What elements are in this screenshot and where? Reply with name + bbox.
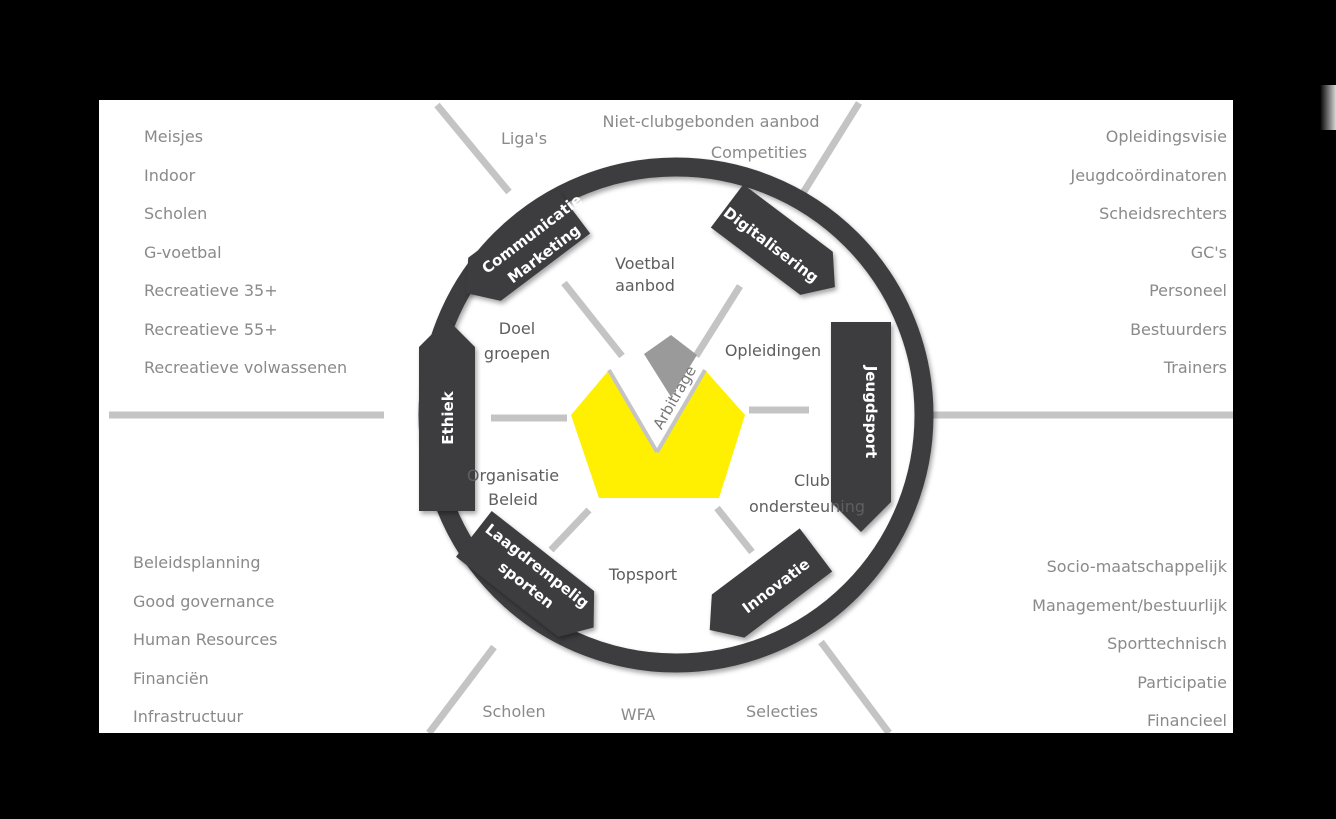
arrow-communicatie [466, 190, 591, 301]
list-item: G-voetbal [144, 242, 222, 262]
list-item: Scheidsrechters [1099, 204, 1227, 223]
inner-connector-lr [714, 505, 755, 555]
arrow-innovatie [709, 528, 833, 638]
list-item: Personeel [1149, 281, 1227, 300]
inner-connector-ul [561, 280, 625, 359]
list-item: Human Resources [133, 630, 278, 649]
bottom-wfa: WFA [621, 705, 656, 724]
gray-diamond [644, 335, 697, 397]
list-item: Participatie [1137, 672, 1227, 692]
list-item: Infrastructuur [133, 707, 244, 726]
inner-beleid: Beleid [488, 490, 538, 509]
ring-arrows [419, 184, 891, 638]
list-item: Bestuurders [1130, 319, 1227, 339]
v-notch-left [607, 368, 659, 454]
inner-connectors [491, 280, 809, 555]
list-item: Trainers [1163, 358, 1227, 377]
list-bottom-right: Socio-maatschappelijk Management/bestuur… [947, 548, 1227, 733]
list-item: Good governance [133, 591, 275, 611]
label-jeugdsport: Jeugdsport [862, 365, 880, 458]
list-top-left: Meisjes Indoor Scholen G-voetbal Recreat… [144, 118, 347, 388]
list-item: Beleidsplanning [133, 553, 261, 572]
top-ligas: Liga's [501, 129, 547, 148]
inner-ondersteuning: ondersteuning [749, 497, 865, 516]
arrow-jeugdsport [831, 322, 891, 532]
yellow-pentagon [571, 370, 745, 498]
list-item: Opleidingsvisie [1105, 127, 1227, 146]
connector-top-left [434, 102, 512, 195]
arrow-digitalisering [710, 184, 835, 295]
list-item: Meisjes [144, 127, 204, 146]
list-item: GC's [1190, 242, 1227, 262]
slide: Arbitrage Communicatie [99, 100, 1233, 733]
list-top-right: Opleidingsvisie Jeugdcoördinatoren Schei… [967, 118, 1227, 388]
list-bottom-left: Beleidsplanning Good governance Human Re… [133, 544, 278, 733]
v-notch-right [655, 368, 707, 454]
football-strategy-diagram: Arbitrage Communicatie [109, 101, 1233, 733]
list-item: Socio-maatschappelijk [1046, 557, 1227, 576]
list-item: Indoor [144, 165, 196, 185]
arrow-laagdrempelig [455, 511, 595, 637]
top-competities: Competities [711, 143, 807, 162]
inner-opleidingen: Opleidingen [725, 341, 821, 360]
connector-top-right [800, 101, 862, 195]
inner-club: Club [794, 471, 830, 490]
list-item: Recreatieve 35+ [144, 281, 278, 300]
outer-connectors [109, 101, 1233, 733]
list-item: Management/bestuurlijk [1032, 595, 1227, 615]
inner-aanbod: aanbod [615, 276, 675, 295]
inner-organisatie: Organisatie [467, 466, 559, 485]
inner-voetbal: Voetbal [615, 254, 675, 273]
list-item: Financiën [133, 668, 209, 688]
list-item: Jeugdcoördinatoren [1070, 165, 1227, 185]
inner-groepen: groepen [484, 344, 550, 363]
list-item: Financieel [1147, 711, 1227, 730]
inner-topsport: Topsport [608, 565, 677, 584]
inner-connector-ur [693, 284, 743, 358]
edge-shadow [1320, 85, 1336, 130]
top-niet-clubgebonden: Niet-clubgebonden aanbod [602, 112, 819, 131]
label-ethiek: Ethiek [439, 390, 457, 444]
bottom-scholen: Scholen [482, 702, 545, 721]
list-item: Sporttechnisch [1107, 634, 1227, 653]
inner-doel: Doel [499, 319, 535, 338]
connector-bottom-right [818, 639, 892, 733]
connector-bottom-left [426, 644, 497, 733]
bottom-selecties: Selecties [746, 702, 818, 721]
list-item: Scholen [144, 204, 208, 223]
inner-connector-ll [548, 507, 592, 553]
list-item: Recreatieve 55+ [144, 319, 278, 339]
list-item: Recreatieve volwassenen [144, 358, 348, 377]
arrow-ethiek [419, 319, 475, 511]
